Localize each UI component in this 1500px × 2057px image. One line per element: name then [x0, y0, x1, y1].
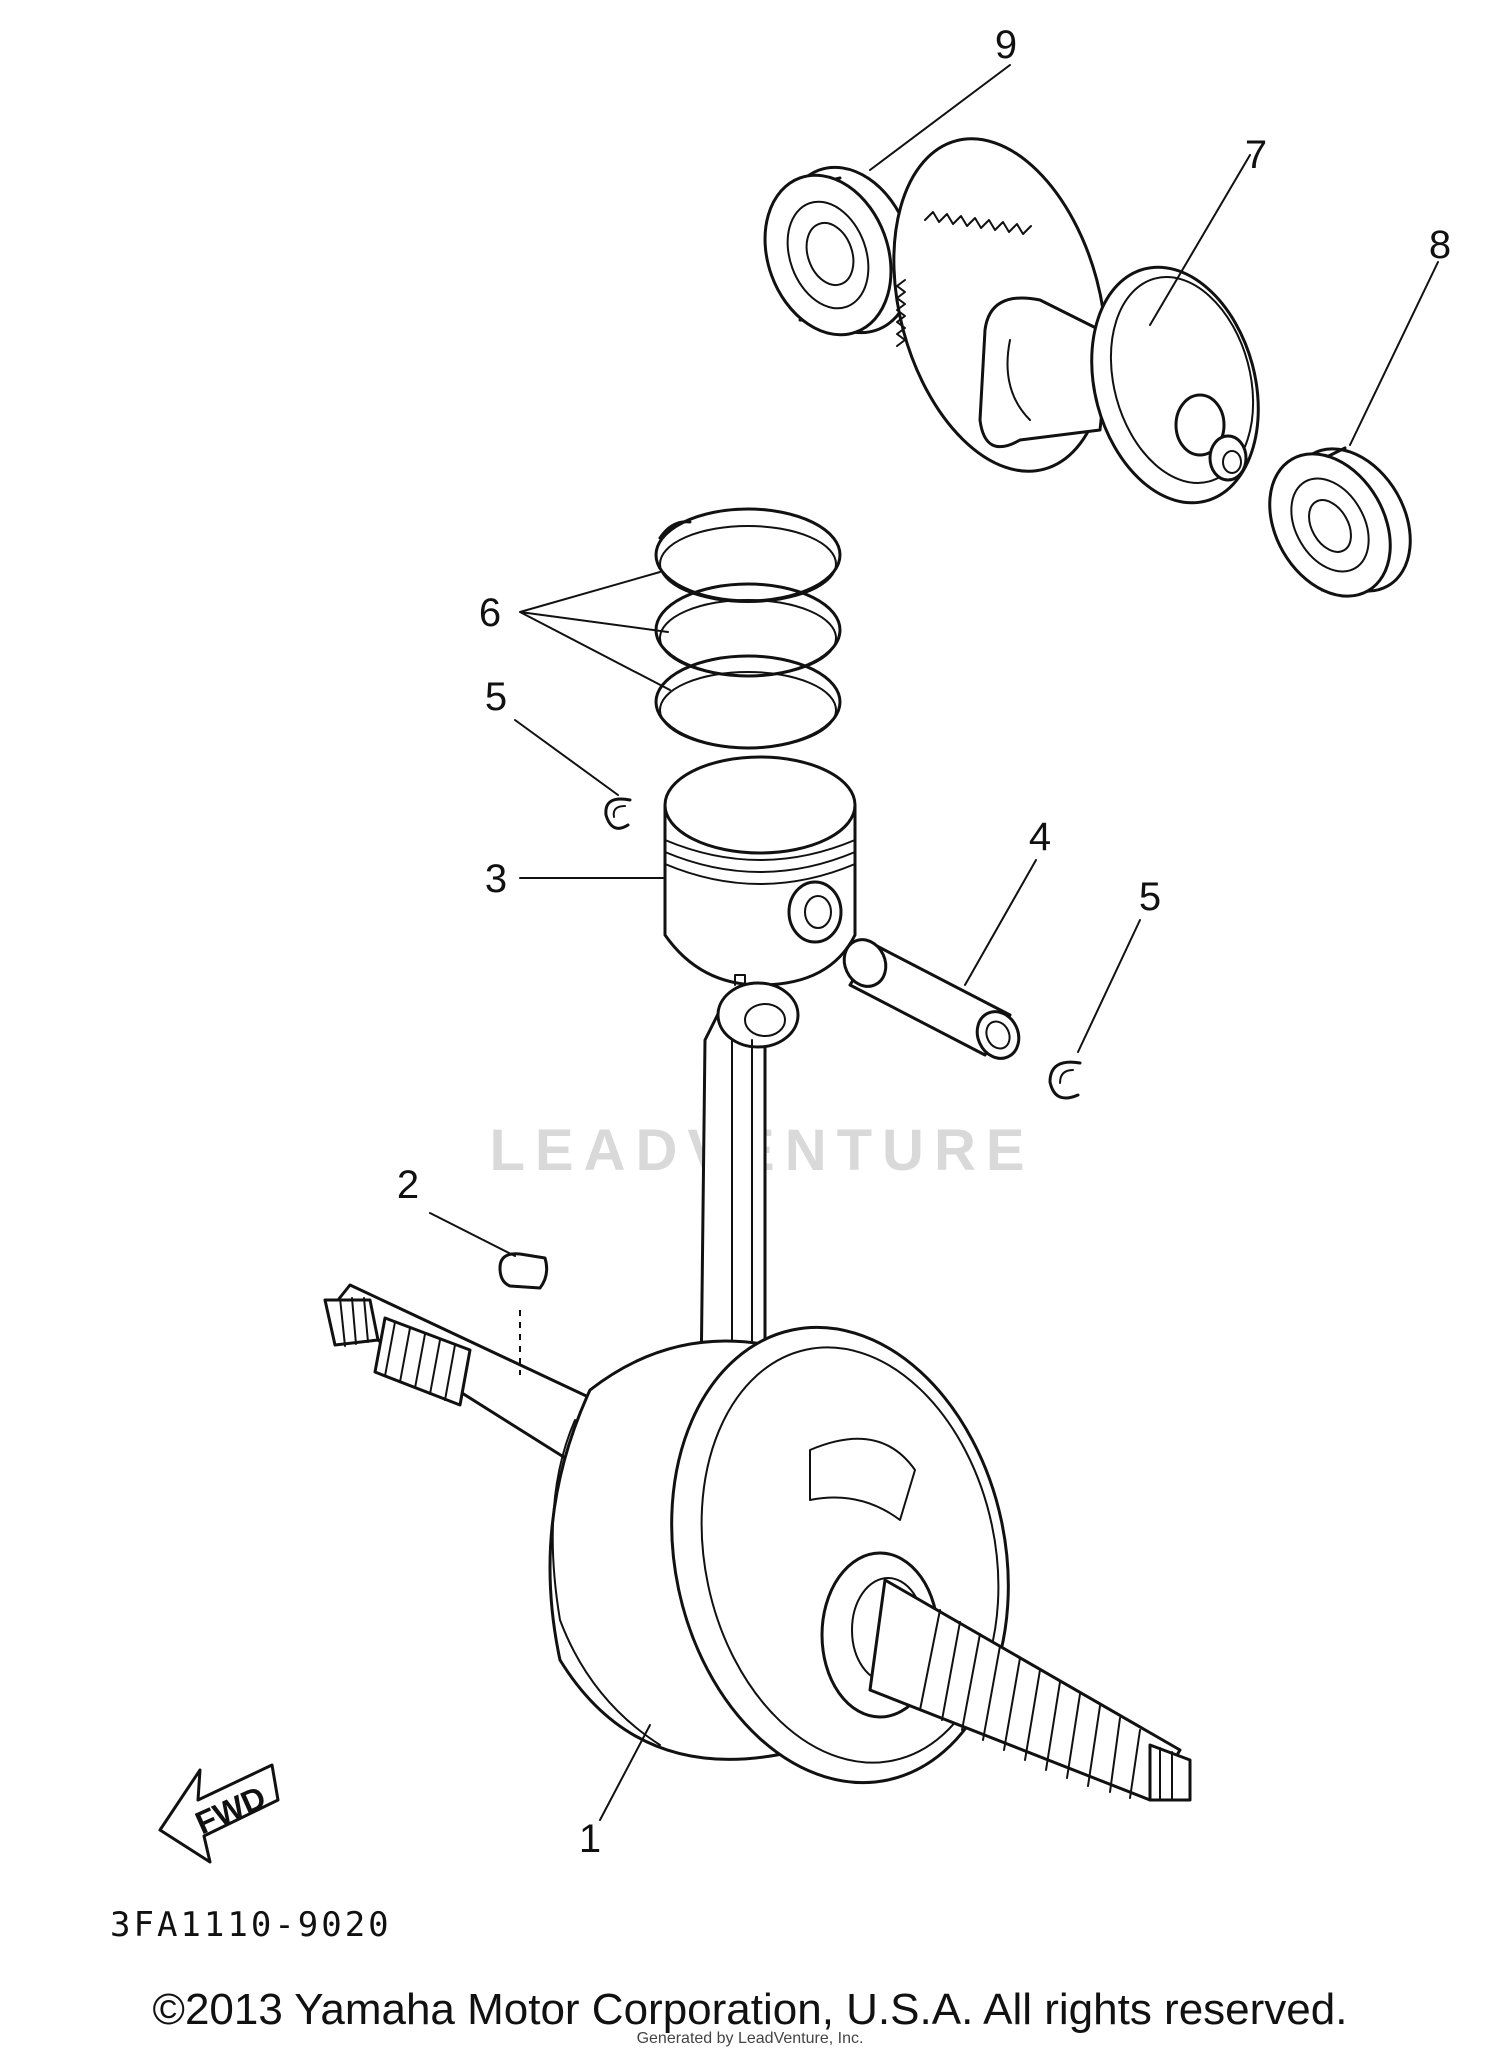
part-5-circlip-right[interactable] — [1048, 1060, 1082, 1100]
callout-7: 7 — [1245, 133, 1267, 177]
callout-3: 3 — [485, 857, 507, 901]
callout-labels: 9 7 8 6 5 3 4 5 2 1 — [397, 23, 1451, 1861]
copyright-notice: ©2013 Yamaha Motor Corporation, U.S.A. A… — [152, 1985, 1348, 2034]
part-9-bearing[interactable] — [744, 149, 936, 353]
leader-lines — [429, 64, 1439, 1821]
generated-by-note: Generated by LeadVenture, Inc. — [636, 2030, 864, 2047]
fwd-arrow: FWD — [158, 1763, 280, 1864]
part-4-piston-pin[interactable] — [837, 933, 1027, 1065]
part-2-key[interactable] — [498, 1252, 549, 1290]
part-5-circlip-left[interactable] — [604, 797, 632, 830]
callout-5-right: 5 — [1139, 875, 1161, 919]
part-6-piston-rings[interactable] — [654, 507, 842, 750]
callout-2: 2 — [397, 1163, 419, 1207]
callout-1: 1 — [579, 1817, 601, 1861]
callout-8: 8 — [1429, 223, 1451, 267]
part-8-bearing[interactable] — [1245, 427, 1435, 618]
part-7-balancer-shaft[interactable] — [859, 115, 1283, 522]
diagram-code: 3FA1110-9020 — [110, 1905, 392, 1945]
callout-9: 9 — [995, 23, 1017, 67]
part-1-crankshaft[interactable] — [323, 981, 1192, 1814]
callout-5-left: 5 — [485, 675, 507, 719]
callout-6: 6 — [479, 591, 501, 635]
callout-4: 4 — [1029, 815, 1051, 859]
part-3-piston[interactable] — [663, 755, 857, 987]
